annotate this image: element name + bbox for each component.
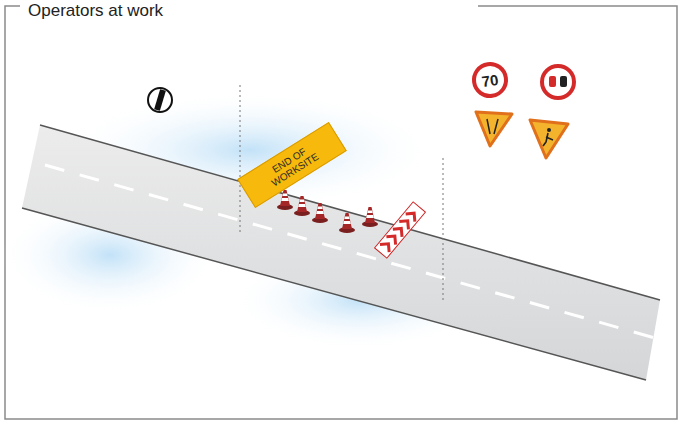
- sign-text: 70: [481, 70, 500, 89]
- road-edge: [22, 208, 646, 380]
- chevron-barrier: [375, 202, 426, 258]
- end-restriction-sign: [148, 88, 172, 112]
- road-edge: [40, 125, 660, 300]
- frame: [5, 6, 677, 419]
- road-narrows-sign: [476, 112, 512, 146]
- zone-line: [240, 85, 241, 232]
- sign-text: END OF WORKSITE: [260, 139, 324, 191]
- speed-limit-sign: 70: [470, 60, 511, 101]
- traffic-cones: [277, 190, 378, 233]
- zone-line: [443, 158, 444, 300]
- roadworks-sign: [530, 120, 568, 158]
- panel-title: Operators at work: [22, 0, 169, 22]
- end-of-worksite-panel: END OF WORKSITE: [237, 122, 347, 208]
- road: [22, 125, 660, 380]
- no-overtaking-sign: [542, 66, 574, 98]
- lane-marking: [45, 165, 655, 338]
